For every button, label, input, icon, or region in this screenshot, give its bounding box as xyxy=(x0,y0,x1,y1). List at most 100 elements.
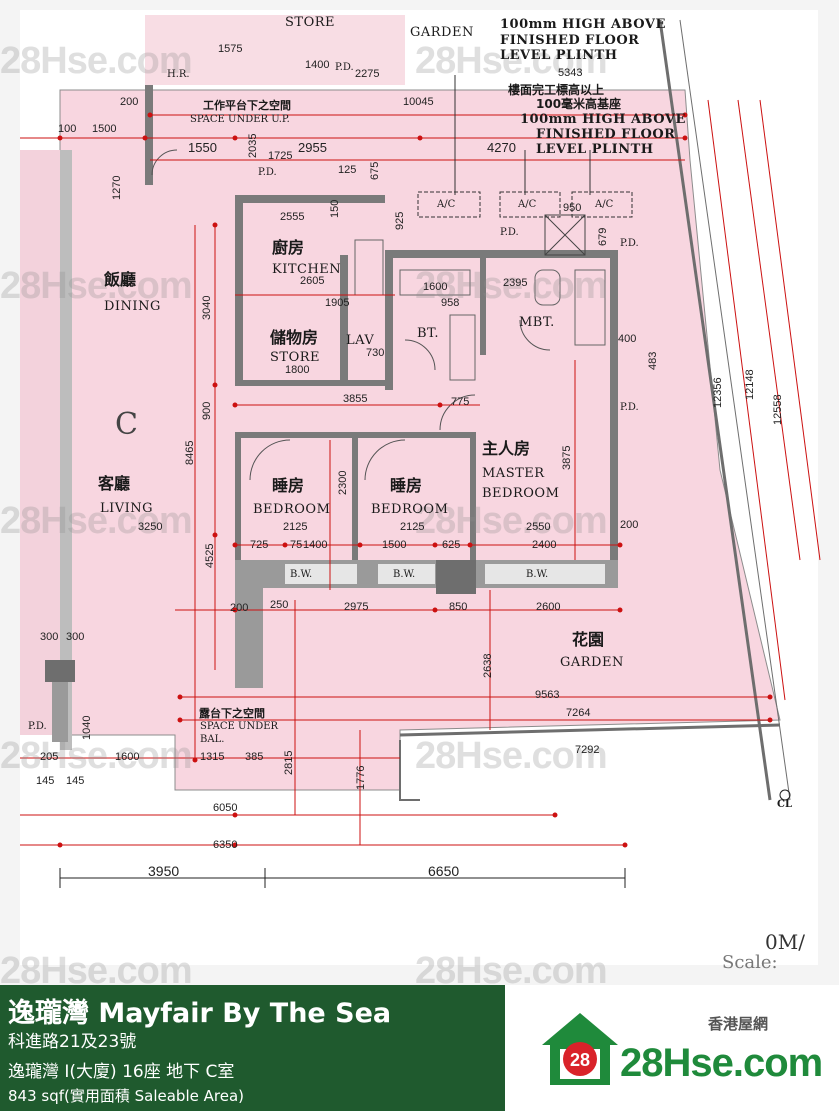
dimension-label-vertical: 679 xyxy=(597,227,609,246)
dimension-label: 1500 xyxy=(92,123,117,135)
plinth-note-1-line-2: FINISHED FLOOR xyxy=(500,33,640,48)
bedroom-1-zh: 睡房 xyxy=(272,476,305,495)
bay-window xyxy=(485,564,605,584)
space-under-bal-zh: 露台下之空間 xyxy=(199,707,265,720)
watermark: 28Hse.com xyxy=(0,500,193,542)
watermark: 28Hse.com xyxy=(0,735,193,777)
dimension-label-vertical: 1040 xyxy=(81,715,93,740)
dimension-label-vertical: 1776 xyxy=(355,765,367,790)
bw-label-1: B.W. xyxy=(290,569,313,580)
store-en: STORE xyxy=(270,350,321,365)
dimension-label: 2550 xyxy=(526,521,551,533)
dimension-label-vertical: 3875 xyxy=(561,445,573,470)
dimension-label: 730 xyxy=(366,347,385,359)
space-under-up-zh: 工作平台下之空間 xyxy=(203,99,291,112)
ac-cross xyxy=(544,214,586,256)
dimension-label: 2600 xyxy=(536,601,561,613)
dimension-label: 7264 xyxy=(566,707,591,719)
bay-window xyxy=(378,564,435,584)
dimension-label: 125 xyxy=(338,164,357,176)
bedroom-2-en: BEDROOM xyxy=(371,502,449,517)
bt-label: BT. xyxy=(417,326,439,341)
master-zh: 主人房 xyxy=(482,439,531,458)
dimension-label-vertical: 12356 xyxy=(712,377,724,408)
dimension-label: 725 xyxy=(250,539,269,551)
dimension-label: 2125 xyxy=(283,521,308,533)
dimension-label: 7292 xyxy=(575,744,600,756)
dimension-label: 200 xyxy=(230,602,249,614)
dimension-label: 205 xyxy=(40,751,59,763)
wall-segment xyxy=(235,380,385,386)
ac-label-3: A/C xyxy=(595,199,614,210)
garden-en: GARDEN xyxy=(560,655,624,670)
saleable-area: 843 sqf(實用面積 Saleable Area) xyxy=(8,1087,244,1105)
dimension-label: 2605 xyxy=(300,275,325,287)
door-swing xyxy=(249,439,291,481)
dimension-label: 3250 xyxy=(138,521,163,533)
garden-zh: 花園 xyxy=(572,630,605,649)
dimension-label-vertical: 8465 xyxy=(184,440,196,465)
master-en-2: BEDROOM xyxy=(482,486,560,501)
watermark: 28Hse.com xyxy=(0,265,193,307)
dimension-label: 145 xyxy=(66,775,85,787)
column-shaft xyxy=(52,682,68,742)
dimension-label: 6350 xyxy=(213,839,238,851)
pd-label: P.D. xyxy=(620,238,639,249)
pd-label: P.D. xyxy=(500,227,519,238)
bay-window xyxy=(285,564,357,584)
wall-segment xyxy=(145,85,153,185)
dimension-label: 1500 xyxy=(382,539,407,551)
mbt-label: MBT. xyxy=(519,315,555,330)
dimension-label-vertical: 900 xyxy=(201,401,213,420)
logo-number: 28 xyxy=(570,1050,590,1070)
kitchen-zh: 廚房 xyxy=(272,238,305,257)
wall-segment xyxy=(385,250,615,258)
house-logo-icon: 28 xyxy=(542,1013,618,1085)
dimension-label-vertical: 675 xyxy=(369,161,381,180)
dimension-label: 3950 xyxy=(148,863,180,879)
ac-box-3 xyxy=(571,191,633,218)
dimension-label: 1400 xyxy=(305,59,330,71)
dimension-label: 6050 xyxy=(213,802,238,814)
dimension-label-vertical: 925 xyxy=(394,211,406,230)
dimension-label-vertical: 12148 xyxy=(744,369,756,400)
watermark: 28Hse.com xyxy=(415,265,608,307)
wall-segment xyxy=(235,195,243,385)
garden-top-label: GARDEN xyxy=(410,25,474,40)
dimension-label: 1800 xyxy=(285,364,310,376)
dimension-label: 4270 xyxy=(487,140,516,155)
ac-box-1 xyxy=(417,191,481,218)
wall-segment xyxy=(352,432,358,562)
dimension-label: 300 xyxy=(66,631,85,643)
watermark: 28Hse.com xyxy=(0,40,193,82)
kitchen-en: KITCHEN xyxy=(272,262,342,277)
ac-label-1: A/C xyxy=(437,199,456,210)
brand-tagline: 香港屋網 xyxy=(708,1015,769,1033)
floor-plan-drawing xyxy=(20,10,821,965)
ac-box-2 xyxy=(499,191,561,218)
dimension-label: 2400 xyxy=(532,539,557,551)
dimension-label-vertical: 150 xyxy=(329,199,341,218)
wall-segment xyxy=(385,250,393,390)
master-en-1: MASTER xyxy=(482,466,545,481)
dining-zh: 飯廳 xyxy=(104,270,137,289)
dimension-label: 850 xyxy=(449,601,468,613)
unit-description: 逸瓏灣 I(大廈) 16座 地下 C室 xyxy=(8,1062,235,1082)
space-under-bal-en-1: SPACE UNDER xyxy=(200,721,279,732)
pd-label: P.D. xyxy=(258,167,277,178)
garden-boundary xyxy=(399,723,781,737)
dimension-label: 625 xyxy=(442,539,461,551)
dimension-label-vertical: 2638 xyxy=(482,653,494,678)
dimension-label: 1575 xyxy=(218,43,243,55)
dimension-label: 1315 xyxy=(200,751,225,763)
wall-segment xyxy=(235,588,263,688)
dimension-label: 200 xyxy=(620,519,639,531)
dimension-label-vertical: 4525 xyxy=(204,543,216,568)
dimension-label: 1600 xyxy=(423,281,448,293)
brand-name[interactable]: 28Hse.com xyxy=(620,1041,823,1085)
wall-segment xyxy=(610,250,618,570)
basin xyxy=(449,314,476,381)
door-swing xyxy=(151,149,178,176)
ac-platform xyxy=(544,214,586,256)
wall-segment xyxy=(235,195,385,203)
